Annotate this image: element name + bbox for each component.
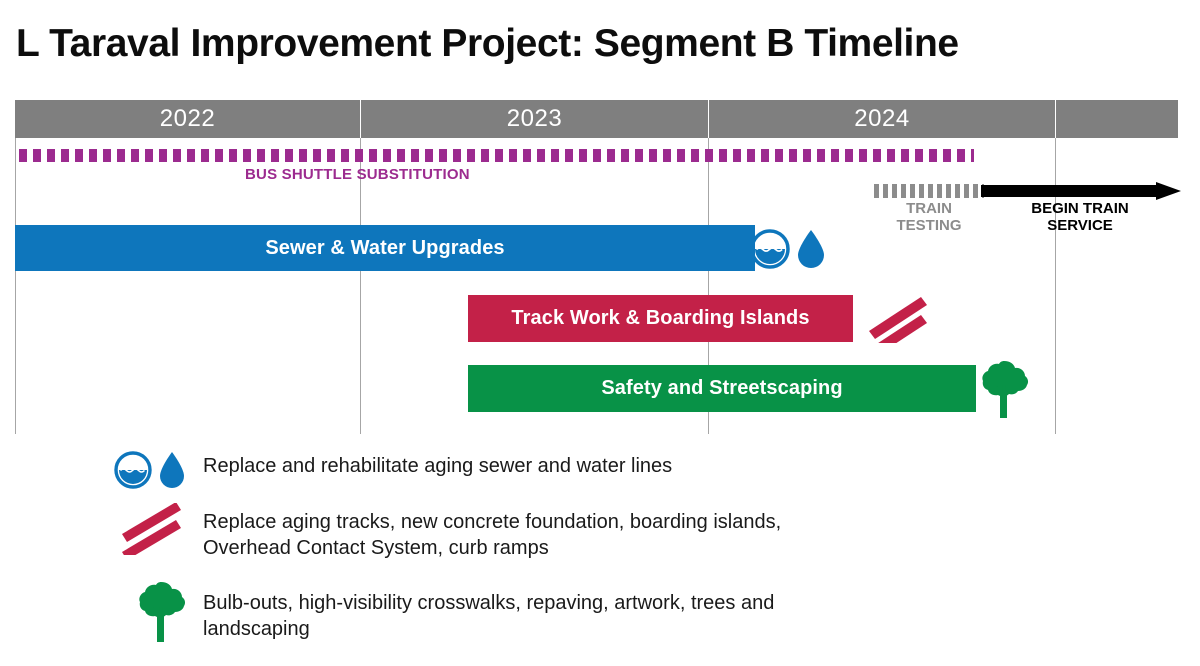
header-divider-3 bbox=[1055, 100, 1056, 138]
year-label-2024: 2024 bbox=[854, 105, 910, 132]
header-divider-1 bbox=[360, 100, 361, 138]
phase-bar-track-work-label: Track Work & Boarding Islands bbox=[511, 307, 810, 329]
header-divider-2 bbox=[708, 100, 709, 138]
phase-bar-safety-streetscaping[interactable]: Safety and Streetscaping bbox=[468, 365, 976, 412]
timeline-chart: 2022 2023 2024 BUS SHUTTLE SUBSTITUTION … bbox=[15, 100, 1181, 434]
phase-bar-safety-streetscaping-label: Safety and Streetscaping bbox=[601, 377, 843, 399]
bus-shuttle-dotted-line bbox=[19, 149, 974, 162]
year-label-2022: 2022 bbox=[159, 105, 216, 132]
train-testing-label: TRAIN TESTING bbox=[896, 200, 962, 234]
legend-text-sewer-water: Replace and rehabilitate aging sewer and… bbox=[203, 455, 673, 477]
legend-text-track-work: Replace aging tracks, new concrete found… bbox=[203, 511, 782, 559]
phase-bar-sewer-water[interactable]: Sewer & Water Upgrades bbox=[15, 225, 755, 271]
year-label-2023: 2023 bbox=[506, 105, 563, 132]
train-testing-dotted-line bbox=[874, 184, 984, 198]
legend-tree-icon bbox=[134, 579, 188, 650]
page-title: L Taraval Improvement Project: Segment B… bbox=[16, 22, 959, 65]
grid-line-2023-2024 bbox=[708, 138, 709, 434]
year-header-band bbox=[15, 100, 1178, 138]
grid-line-left bbox=[15, 138, 16, 434]
legend-sewer-water-icons bbox=[112, 449, 192, 496]
legend-rail-tracks-icon bbox=[118, 502, 188, 560]
legend-text-streetscaping: Bulb-outs, high-visibility crosswalks, r… bbox=[203, 592, 775, 640]
phase-bar-sewer-water-label: Sewer & Water Upgrades bbox=[265, 236, 505, 259]
sewer-water-icons bbox=[748, 227, 834, 276]
tree-icon bbox=[977, 358, 1031, 425]
grid-line-2024-end bbox=[1055, 138, 1056, 434]
grid-line-2022-2023 bbox=[360, 138, 361, 434]
phase-bar-track-work[interactable]: Track Work & Boarding Islands bbox=[468, 295, 853, 342]
year-label-blank bbox=[1056, 100, 1178, 138]
begin-train-service-label: BEGIN TRAIN SERVICE bbox=[1031, 200, 1129, 234]
rail-tracks-icon bbox=[865, 297, 931, 357]
bus-shuttle-label: BUS SHUTTLE SUBSTITUTION bbox=[245, 166, 470, 183]
begin-train-service-arrow bbox=[981, 182, 1181, 205]
